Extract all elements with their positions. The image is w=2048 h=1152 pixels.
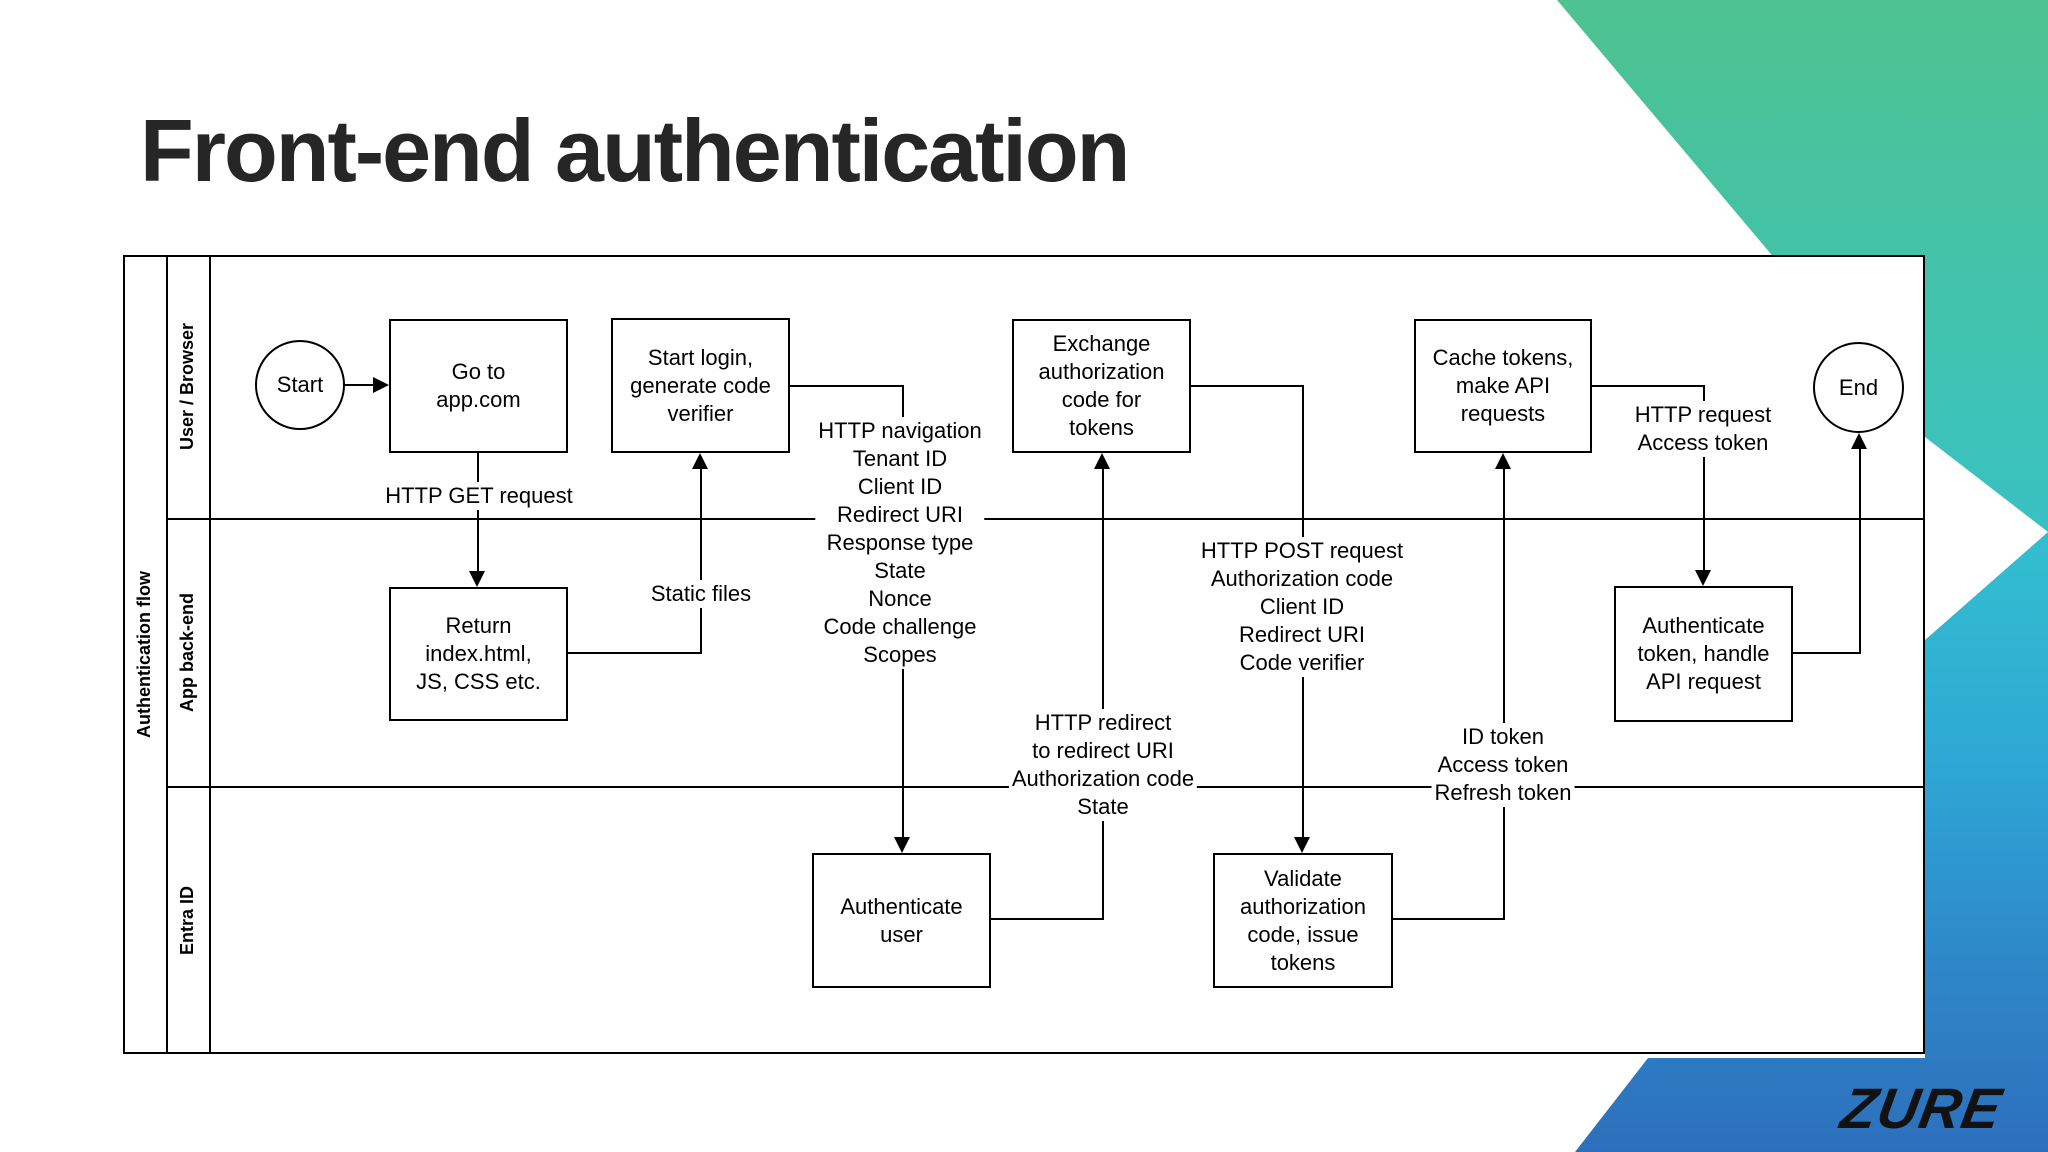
node-return-index: Return index.html, JS, CSS etc. bbox=[389, 587, 568, 721]
edge-label-http-post: HTTP POST request Authorization code Cli… bbox=[1197, 537, 1407, 677]
connector-authtoken-to-end-h bbox=[1793, 652, 1861, 654]
lane-label-app-backend: App back-end bbox=[166, 518, 209, 786]
end-terminator: End bbox=[1813, 342, 1904, 433]
node-cache-tokens: Cache tokens, make API requests bbox=[1414, 319, 1592, 453]
connector-authuser-to-exchange-h bbox=[991, 918, 1104, 920]
connector-exchange-to-validate-h bbox=[1191, 385, 1304, 387]
connector-return-to-startlogin-v bbox=[700, 469, 702, 654]
arrowhead-up-icon bbox=[1851, 433, 1867, 449]
node-authenticate-user: Authenticate user bbox=[812, 853, 991, 988]
arrowhead-down-icon bbox=[1695, 570, 1711, 586]
node-exchange-code: Exchange authorization code for tokens bbox=[1012, 319, 1191, 453]
connector-authuser-to-exchange-v bbox=[1102, 469, 1104, 920]
lane-label-entra-id: Entra ID bbox=[166, 786, 209, 1054]
lane-label-text: Entra ID bbox=[177, 885, 198, 955]
arrowhead-down-icon bbox=[469, 571, 485, 587]
connector-cache-to-authtoken-h bbox=[1592, 385, 1705, 387]
edge-label-http-redirect: HTTP redirect to redirect URI Authorizat… bbox=[1008, 709, 1198, 821]
lane-divider-browser-backend bbox=[166, 518, 1925, 520]
arrowhead-up-icon bbox=[1094, 453, 1110, 469]
pool-label: Authentication flow bbox=[123, 255, 166, 1054]
node-validate-code: Validate authorization code, issue token… bbox=[1213, 853, 1393, 988]
arrowhead-up-icon bbox=[1495, 453, 1511, 469]
edge-label-http-navigation: HTTP navigation Tenant ID Client ID Redi… bbox=[815, 417, 985, 669]
node-go-to-app: Go to app.com bbox=[389, 319, 568, 453]
arrowhead-down-icon bbox=[1294, 837, 1310, 853]
slide-title: Front-end authentication bbox=[140, 101, 1130, 200]
edge-label-id-token: ID token Access token Refresh token bbox=[1431, 723, 1575, 807]
connector-validate-to-cache-h bbox=[1393, 918, 1505, 920]
lane-label-user-browser: User / Browser bbox=[166, 255, 209, 518]
start-terminator: Start bbox=[255, 340, 345, 430]
connector-goto-to-return bbox=[477, 453, 479, 571]
edge-label-http-get: HTTP GET request bbox=[382, 482, 576, 510]
lane-label-text: App back-end bbox=[177, 592, 198, 712]
lane-label-divider bbox=[209, 255, 211, 1054]
connector-return-to-startlogin-h bbox=[568, 652, 702, 654]
lane-label-text: User / Browser bbox=[177, 322, 197, 451]
pool-label-text: Authentication flow bbox=[134, 571, 155, 738]
node-authenticate-token: Authenticate token, handle API request bbox=[1614, 586, 1793, 722]
zure-logo: ZURE bbox=[1836, 1077, 2007, 1141]
connector-startlogin-to-authuser-h bbox=[790, 385, 904, 387]
node-start-login: Start login, generate code verifier bbox=[611, 318, 790, 453]
edge-label-http-request: HTTP request Access token bbox=[1631, 401, 1775, 457]
connector-validate-to-cache-v bbox=[1503, 469, 1505, 920]
connector-cache-to-authtoken-v bbox=[1703, 385, 1705, 570]
connector-start-to-goto bbox=[345, 384, 373, 386]
pool-label-divider bbox=[166, 255, 168, 1054]
edge-label-static-files: Static files bbox=[647, 580, 755, 608]
arrowhead-down-icon bbox=[894, 837, 910, 853]
arrowhead-up-icon bbox=[692, 453, 708, 469]
connector-authtoken-to-end-v bbox=[1859, 449, 1861, 654]
arrowhead-right-icon bbox=[373, 377, 389, 393]
